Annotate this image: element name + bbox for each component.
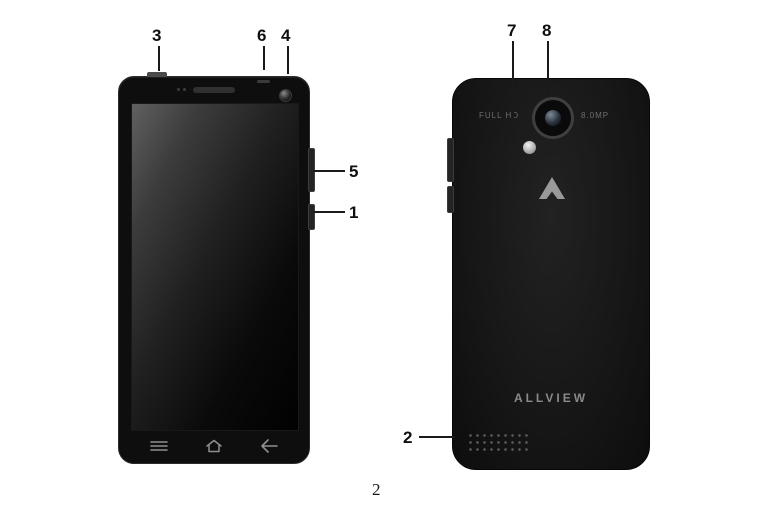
callout-3-label: 3 — [152, 26, 162, 45]
brand-text: ALLVIEW — [513, 391, 589, 405]
callout-1-line — [313, 211, 345, 213]
volume-button-back — [447, 138, 454, 182]
camera-text-left: FULL HD — [478, 111, 519, 120]
callout-8-line — [547, 41, 549, 97]
back-icon — [259, 439, 279, 453]
page-number: 2 — [372, 480, 381, 499]
rear-camera-icon — [532, 97, 574, 139]
callout-3-line — [158, 46, 160, 71]
callout-4-line — [287, 46, 289, 74]
camera-lens — [545, 110, 561, 126]
headset-jack — [147, 72, 167, 77]
menu-icon — [149, 439, 169, 453]
callout-6-label: 6 — [257, 26, 267, 45]
speaker-grille-icon — [466, 431, 530, 452]
callout-7-line — [512, 41, 514, 141]
phone-front-view — [118, 72, 315, 464]
callout-7-label: 7 — [507, 21, 517, 40]
proximity-sensor-icon — [177, 88, 180, 91]
callout-6-line — [263, 46, 265, 70]
flash-icon — [523, 141, 536, 154]
earpiece-icon — [193, 87, 235, 93]
top-microphone — [257, 80, 270, 83]
callout-4-label: 4 — [281, 26, 291, 45]
callout-2-label: 2 — [403, 428, 413, 447]
allview-logo-icon — [539, 177, 565, 199]
camera-text-right: 8.0MP — [581, 111, 610, 120]
callout-5-label: 5 — [349, 162, 359, 181]
callout-8-label: 8 — [542, 21, 552, 40]
callout-2-line — [419, 436, 455, 438]
callout-5-line — [313, 170, 345, 172]
navigation-bar — [131, 433, 297, 459]
phone-back-view: FULL HD 8.0MP ALLVIEW — [447, 78, 650, 470]
power-button — [308, 204, 315, 230]
light-sensor-icon — [183, 88, 186, 91]
home-icon — [205, 439, 223, 453]
screen — [131, 103, 299, 431]
callout-1-label: 1 — [349, 203, 359, 222]
power-button-back — [447, 186, 454, 213]
front-camera-icon — [279, 89, 292, 102]
